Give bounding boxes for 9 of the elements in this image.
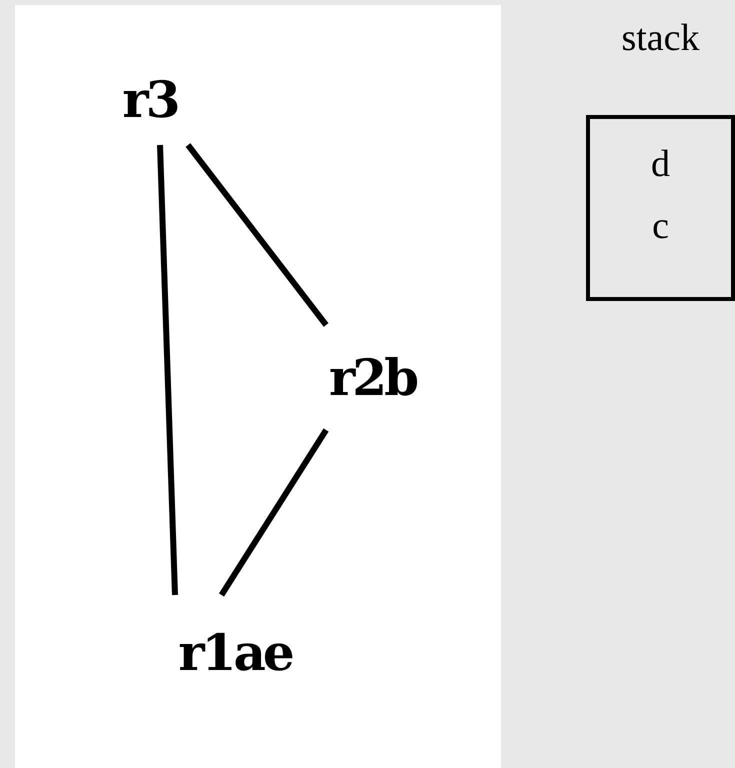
connector-line	[157, 144, 178, 596]
graph-node-label: r3	[122, 75, 178, 125]
stack-item: d	[651, 145, 670, 183]
connector-line	[186, 143, 328, 327]
graph-node-label: r1ae	[178, 628, 292, 678]
connector-line	[218, 428, 329, 597]
stack-heading: stack	[621, 19, 700, 57]
stack-item: c	[652, 207, 669, 245]
graph-node-label: r2b	[328, 352, 416, 402]
